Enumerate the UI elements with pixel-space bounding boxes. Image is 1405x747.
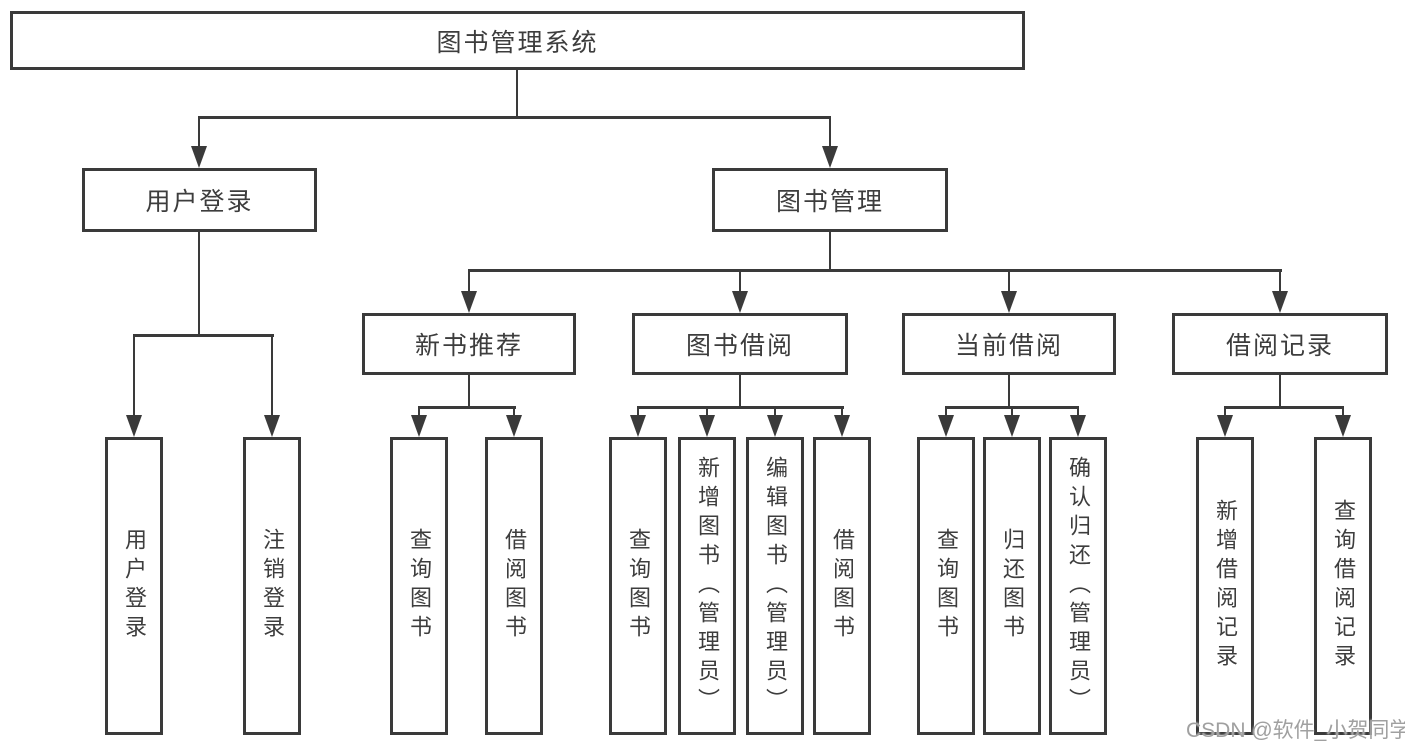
connector-line	[513, 408, 515, 415]
csdn-watermark: CSDN @软件_小贺同学	[1186, 719, 1405, 742]
connector-line	[1224, 406, 1344, 409]
node-current-borrow: 当前借阅	[902, 313, 1116, 375]
leaf-nb-borrow-books: 借阅图书	[485, 437, 543, 735]
leaf-cb-confirm-return-admin: 确认归还（管理员）	[1049, 437, 1107, 735]
arrowhead-icon	[1070, 415, 1086, 437]
node-borrow-records: 借阅记录	[1172, 313, 1388, 375]
connector-line	[945, 408, 947, 415]
node-book-management: 图书管理	[712, 168, 948, 232]
arrowhead-icon	[1001, 291, 1017, 313]
connector-line	[706, 408, 708, 415]
connector-line	[1224, 408, 1226, 415]
connector-line	[637, 406, 844, 409]
arrowhead-icon	[1004, 415, 1020, 437]
connector-line	[1077, 408, 1079, 415]
connector-line	[945, 406, 1079, 409]
leaf-user-login: 用户登录	[105, 437, 163, 735]
leaf-cb-return-books: 归还图书	[983, 437, 1041, 735]
connector-line	[418, 408, 420, 415]
arrowhead-icon	[630, 415, 646, 437]
connector-line	[1342, 408, 1344, 415]
leaf-bb-borrow-books: 借阅图书	[813, 437, 871, 735]
connector-line	[198, 232, 200, 337]
arrowhead-icon	[411, 415, 427, 437]
connector-line	[1279, 375, 1281, 409]
arrowhead-icon	[461, 291, 477, 313]
connector-line	[133, 334, 274, 337]
connector-line	[739, 375, 741, 409]
arrowhead-icon	[191, 146, 207, 168]
connector-line	[1011, 408, 1013, 415]
arrowhead-icon	[1272, 291, 1288, 313]
leaf-br-query-record: 查询借阅记录	[1314, 437, 1372, 735]
connector-line	[133, 336, 135, 415]
arrowhead-icon	[264, 415, 280, 437]
leaf-bb-query-books: 查询图书	[609, 437, 667, 735]
node-new-book-recommend: 新书推荐	[362, 313, 576, 375]
connector-line	[1008, 271, 1010, 291]
connector-line	[1008, 375, 1010, 409]
arrowhead-icon	[1335, 415, 1351, 437]
connector-line	[468, 269, 1282, 272]
leaf-bb-edit-books-admin: 编辑图书（管理员）	[746, 437, 804, 735]
connector-line	[829, 232, 831, 272]
connector-line	[198, 116, 831, 119]
arrowhead-icon	[767, 415, 783, 437]
connector-line	[637, 408, 639, 415]
arrowhead-icon	[506, 415, 522, 437]
arrowhead-icon	[732, 291, 748, 313]
arrowhead-icon	[1217, 415, 1233, 437]
connector-line	[468, 375, 470, 409]
arrowhead-icon	[822, 146, 838, 168]
connector-line	[516, 70, 518, 118]
leaf-br-add-record: 新增借阅记录	[1196, 437, 1254, 735]
leaf-bb-add-books-admin: 新增图书（管理员）	[678, 437, 736, 735]
arrowhead-icon	[126, 415, 142, 437]
connector-line	[739, 271, 741, 291]
connector-line	[271, 336, 273, 415]
connector-line	[198, 118, 200, 146]
connector-line	[418, 406, 516, 409]
node-book-borrow: 图书借阅	[632, 313, 848, 375]
connector-line	[841, 408, 843, 415]
connector-line	[1279, 271, 1281, 291]
connector-line	[468, 271, 470, 291]
arrowhead-icon	[834, 415, 850, 437]
connector-line	[774, 408, 776, 415]
leaf-cb-query-books: 查询图书	[917, 437, 975, 735]
arrowhead-icon	[699, 415, 715, 437]
connector-line	[829, 118, 831, 146]
node-user-login: 用户登录	[82, 168, 317, 232]
arrowhead-icon	[938, 415, 954, 437]
leaf-logout: 注销登录	[243, 437, 301, 735]
leaf-nb-query-books: 查询图书	[390, 437, 448, 735]
node-root-system: 图书管理系统	[10, 11, 1025, 70]
